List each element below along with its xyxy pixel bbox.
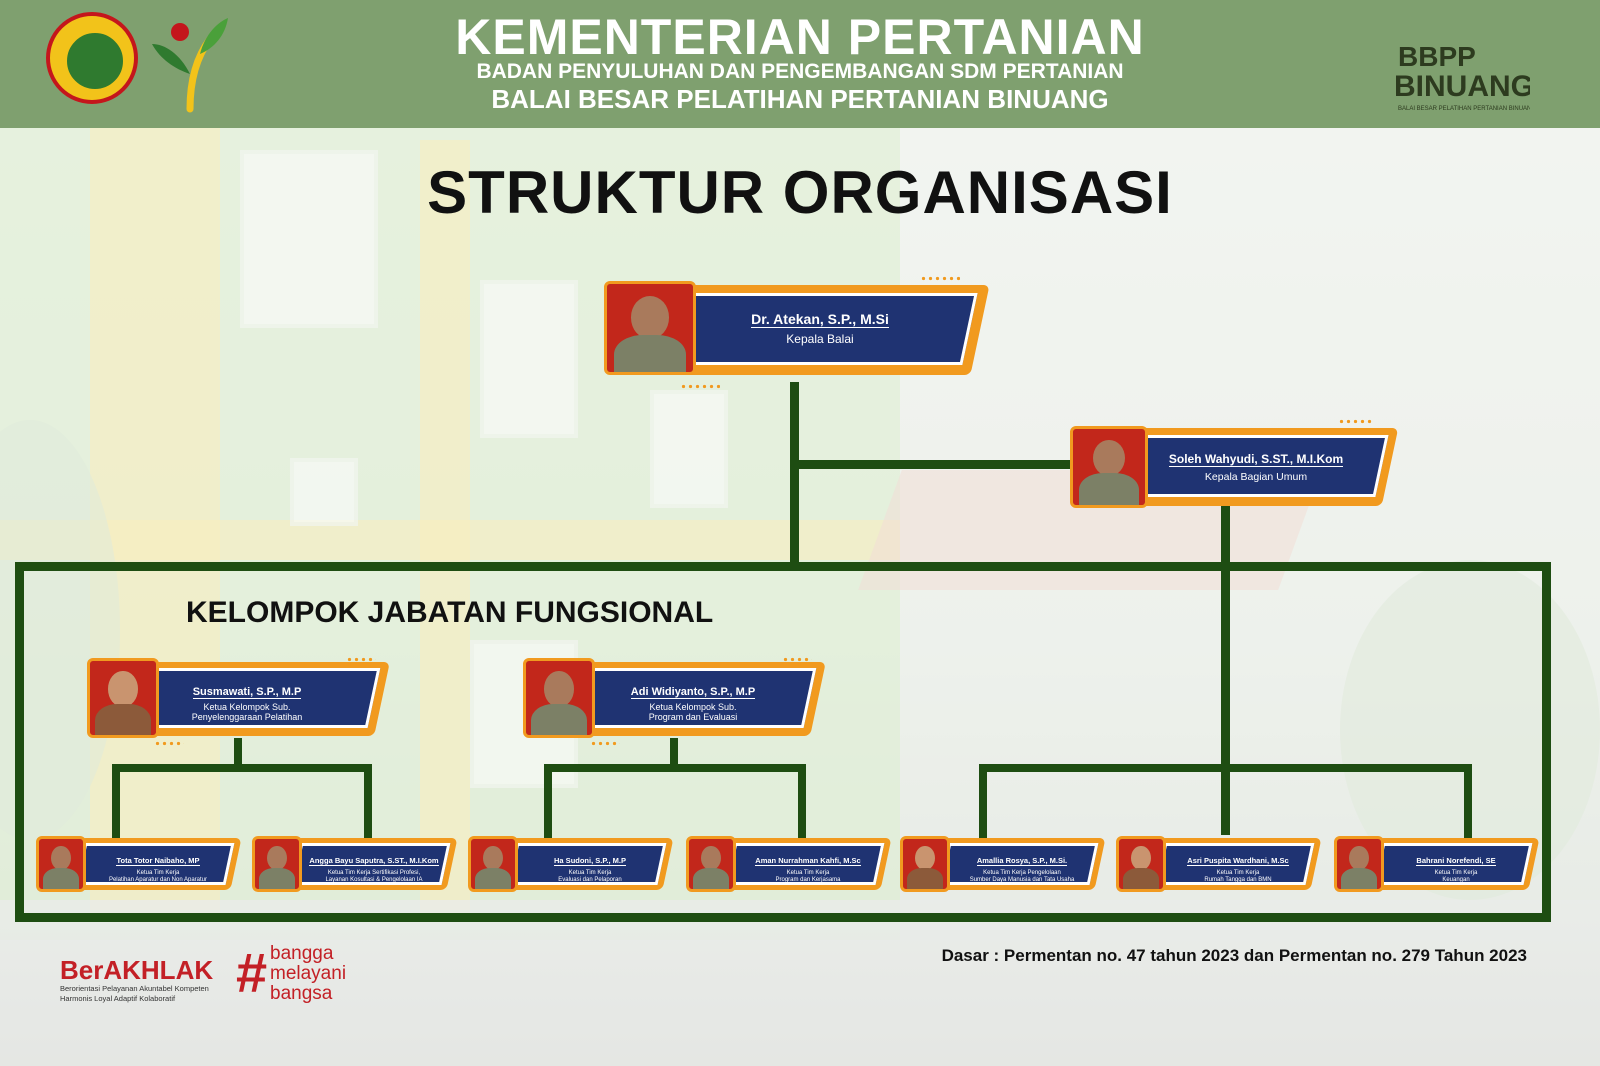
team-lead-6-role: Ketua Tim Kerja	[1216, 870, 1260, 876]
team-lead-5-role-2: Sumber Daya Manusia dan Tata Usaha	[969, 876, 1075, 883]
card-team-lead-1: Tota Totor Naibaho, MP Ketua Tim Kerja P…	[34, 832, 246, 898]
hashtag-icon: #	[236, 941, 268, 1004]
bangga-word: bangga	[270, 943, 334, 964]
avatar	[1116, 836, 1166, 892]
connector-umum-r	[1464, 764, 1472, 840]
avatar	[468, 836, 518, 892]
team-lead-3-name: Ha Sudoni, S.P., M.P	[554, 856, 626, 866]
connector-g1-r	[364, 764, 372, 840]
kementan-logo-icon	[46, 12, 138, 104]
head-name: Dr. Atekan, S.P., M.Si	[751, 311, 889, 328]
team-lead-4-role-2: Program dan Kerjasama	[775, 876, 841, 883]
head-role: Kepala Balai	[786, 332, 854, 346]
connector-frame-bottom	[15, 913, 1551, 922]
section-label-fungsional: KELOMPOK JABATAN FUNGSIONAL	[186, 596, 714, 629]
team-lead-3-role-2: Evaluasi dan Pelaporan	[558, 876, 622, 883]
agency-title: BADAN PENYULUHAN DAN PENGEMBANGAN SDM PE…	[476, 60, 1124, 83]
melayani-word: melayani	[270, 962, 347, 984]
card-group-lead-1: Susmawati, S.P., M.P Ketua Kelompok Sub.…	[84, 652, 396, 748]
team-lead-3-role: Ketua Tim Kerja	[568, 870, 612, 876]
team-lead-6-role-2: Rumah Tangga dan BMN	[1204, 876, 1272, 883]
bbpp-binuang-logo-icon: BBPP BINUANG BALAI BESAR PELATIHAN PERTA…	[1394, 41, 1530, 112]
card-team-lead-2: Angga Bayu Saputra, S.ST., M.I.Kom Ketua…	[250, 832, 462, 898]
card-team-lead-6: Asri Puspita Wardhani, M.Sc Ketua Tim Ke…	[1114, 832, 1326, 898]
team-lead-2-role: Ketua Tim Kerja Sertifikasi Profesi,	[327, 870, 421, 876]
avatar	[523, 658, 595, 738]
card-team-lead-3: Ha Sudoni, S.P., M.P Ketua Tim Kerja Eva…	[466, 832, 678, 898]
connector-g1-down	[234, 738, 242, 768]
team-lead-1-role-2: Pelatihan Aparatur dan Non Aparatur	[108, 876, 208, 883]
avatar	[87, 658, 159, 738]
team-lead-5-role: Ketua Tim Kerja Pengelolaan	[983, 870, 1061, 876]
team-lead-6-name: Asri Puspita Wardhani, M.Sc	[1187, 856, 1289, 866]
team-lead-5-name: Amallia Rosya, S.P., M.Si.	[976, 856, 1068, 866]
connector-frame-right	[1542, 562, 1551, 922]
team-lead-1-name: Tota Totor Naibaho, MP	[116, 856, 200, 866]
connector-frame-top	[15, 562, 1551, 571]
connector-g2-r	[798, 764, 806, 840]
team-lead-2-role-2: Layanan Kosultasi & Pengelolaan IA	[325, 876, 423, 883]
connector-head-down	[790, 382, 799, 567]
svg-text:BBPP: BBPP	[1398, 41, 1476, 72]
group-lead-2-role-2: Program dan Evaluasi	[648, 712, 738, 723]
bangsa-word: bangsa	[270, 982, 333, 1004]
card-team-lead-5: Amallia Rosya, S.P., M.Si. Ketua Tim Ker…	[898, 832, 1110, 898]
card-team-lead-7: Bahrani Norefendi, SE Ketua Tim Kerja Ke…	[1332, 832, 1544, 898]
berakhlak-line-2: Harmonis Loyal Adaptif Kolaboratif	[60, 993, 176, 1003]
team-lead-7-name: Bahrani Norefendi, SE	[1416, 856, 1496, 866]
card-kepala-bagian-umum: Soleh Wahyudi, S.ST., M.I.Kom Kepala Bag…	[1066, 416, 1402, 516]
umum-role: Kepala Bagian Umum	[1204, 471, 1308, 483]
avatar	[686, 836, 736, 892]
avatar	[900, 836, 950, 892]
berakhlak-line-1: Berorientasi Pelayanan Akuntabel Kompete…	[60, 984, 209, 993]
connector-to-umum	[790, 460, 1075, 469]
card-kepala-balai: Dr. Atekan, S.P., M.Si Kepala Balai	[600, 275, 1000, 393]
bpsdmp-leaf-logo-icon	[152, 18, 228, 113]
bangga-melayani-bangsa-logo: bangga melayani bangsa	[270, 944, 346, 1004]
team-lead-1-role: Ketua Tim Kerja	[136, 870, 180, 876]
connector-umum-down	[1221, 505, 1230, 835]
connector-g2-down	[670, 738, 678, 768]
group-lead-1-role: Ketua Kelompok Sub.	[203, 702, 291, 712]
connector-frame-left	[15, 562, 24, 922]
team-lead-7-role-2: Keuangan	[1442, 876, 1470, 883]
svg-text:BALAI BESAR PELATIHAN PERTANIA: BALAI BESAR PELATIHAN PERTANIAN BINUANG	[1398, 106, 1530, 112]
berakhlak-tagline: Berorientasi Pelayanan Akuntabel Kompete…	[60, 984, 209, 1004]
umum-name: Soleh Wahyudi, S.ST., M.I.Kom	[1168, 452, 1344, 467]
avatar	[604, 281, 696, 375]
connector-g2-l	[544, 764, 552, 840]
svg-text:BINUANG: BINUANG	[1394, 70, 1530, 103]
avatar	[1070, 426, 1148, 508]
ministry-title: KEMENTERIAN PERTANIAN	[455, 9, 1145, 65]
group-lead-1-name: Susmawati, S.P., M.P	[192, 686, 302, 699]
connector-g1-bar	[112, 764, 372, 772]
card-team-lead-4: Aman Nurrahman Kahfi, M.Sc Ketua Tim Ker…	[684, 832, 896, 898]
berakhlak-logo: BerAKHLAK	[60, 955, 214, 985]
card-group-lead-2: Adi Widiyanto, S.P., M.P Ketua Kelompok …	[520, 652, 832, 748]
group-lead-2-role: Ketua Kelompok Sub.	[649, 702, 737, 712]
connector-g1-l	[112, 764, 120, 840]
regulation-basis: Dasar : Permentan no. 47 tahun 2023 dan …	[941, 946, 1527, 965]
connector-umum-bar	[979, 764, 1472, 772]
avatar	[36, 836, 86, 892]
team-lead-7-role: Ketua Tim Kerja	[1434, 870, 1478, 876]
team-lead-2-name: Angga Bayu Saputra, S.ST., M.I.Kom	[309, 856, 439, 866]
connector-g2-bar	[544, 764, 806, 772]
institution-title: BALAI BESAR PELATIHAN PERTANIAN BINUANG	[491, 84, 1109, 114]
avatar	[1334, 836, 1384, 892]
avatar	[252, 836, 302, 892]
group-lead-1-role-2: Penyelenggaraan Pelatihan	[191, 712, 303, 723]
group-lead-2-name: Adi Widiyanto, S.P., M.P	[630, 686, 756, 699]
header-banner: KEMENTERIAN PERTANIAN BADAN PENYULUHAN D…	[0, 0, 1600, 128]
connector-umum-l	[979, 764, 987, 840]
page-title: STRUKTUR ORGANISASI	[427, 159, 1173, 226]
team-lead-4-role: Ketua Tim Kerja	[786, 870, 830, 876]
team-lead-4-name: Aman Nurrahman Kahfi, M.Sc	[755, 856, 861, 866]
